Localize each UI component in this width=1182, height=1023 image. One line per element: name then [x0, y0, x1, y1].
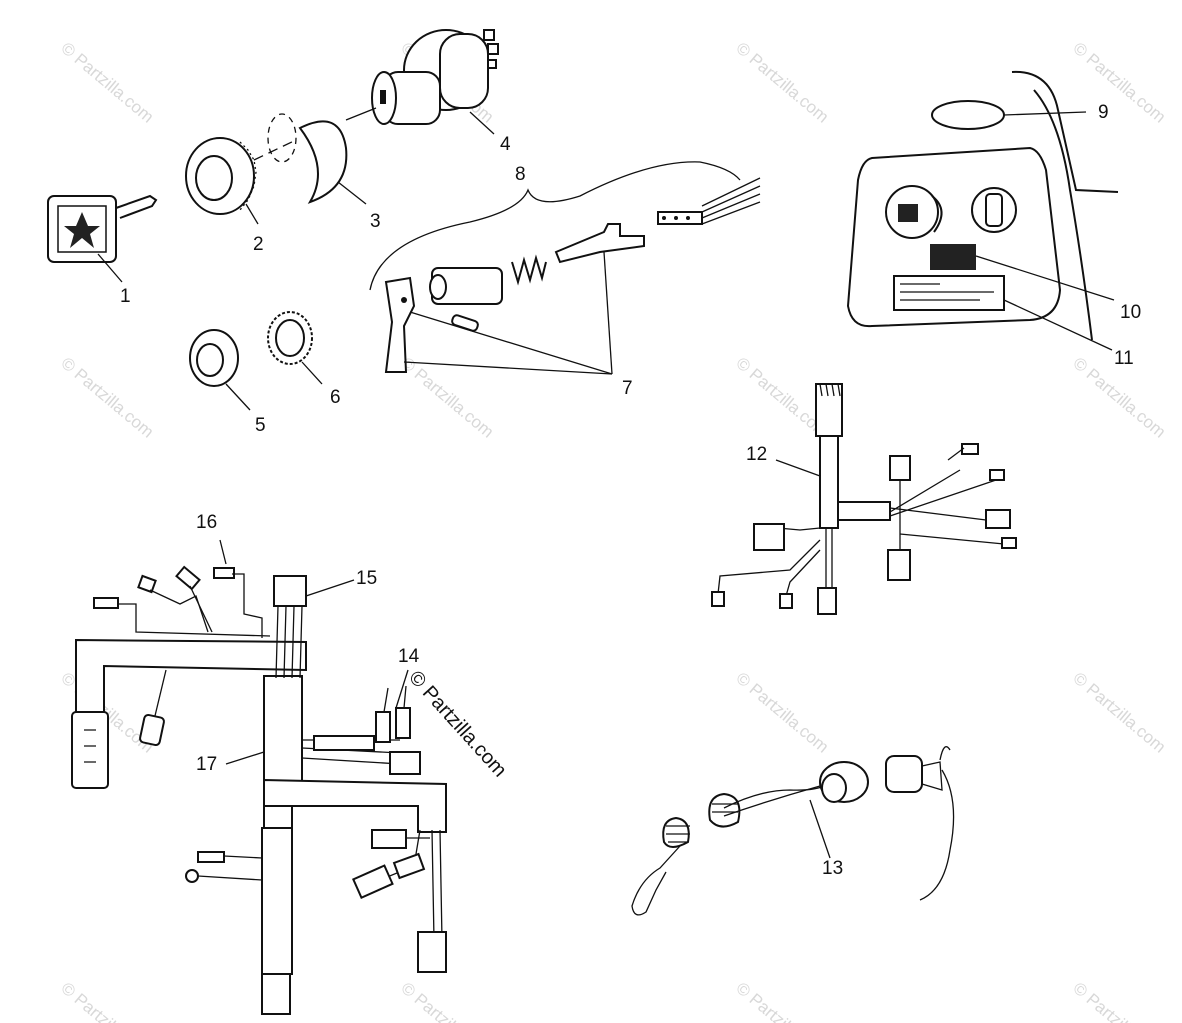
part-4-ignition-switch	[345, 29, 499, 135]
callout-9: 9	[1098, 102, 1109, 123]
part-17-main-harness	[71, 539, 447, 1015]
callout-4: 4	[500, 134, 511, 155]
part-1-key	[47, 194, 158, 283]
part-5-nut	[189, 329, 251, 411]
callout-17: 17	[196, 754, 217, 775]
callout-14: 14	[398, 646, 420, 667]
watermark: © Partzilla.com	[397, 979, 497, 1023]
watermark: © Partzilla.com	[732, 39, 832, 127]
watermark: © Partzilla.com	[732, 979, 832, 1023]
part-8-kill-switch-assembly	[369, 161, 761, 375]
part-3-plate	[267, 113, 367, 205]
callout-16: 16	[196, 512, 217, 533]
watermark: © Partzilla.com	[1069, 979, 1169, 1023]
part-12-harness	[711, 383, 1017, 615]
part-console	[846, 70, 1119, 351]
callout-12: 12	[746, 444, 767, 465]
callout-7: 7	[622, 378, 633, 399]
part-13-lanyard	[631, 746, 955, 916]
callout-10: 10	[1120, 302, 1141, 323]
callout-1: 1	[120, 286, 131, 307]
part-11-warning-label	[893, 275, 1005, 311]
watermark: © Partzilla.com	[1069, 669, 1169, 757]
callout-13: 13	[822, 858, 843, 879]
watermark: © Partzilla.com	[57, 979, 157, 1023]
watermark: © Partzilla.com	[732, 669, 832, 757]
callout-2: 2	[253, 234, 264, 255]
part-9-ring	[931, 100, 1005, 130]
callout-15: 15	[356, 568, 377, 589]
callout-6: 6	[330, 387, 341, 408]
part-10-decal	[930, 244, 976, 270]
callout-layer: 1 2 3 4 5 6 7 8 9 10 11 12 13 14 15 16 1…	[120, 102, 1141, 879]
callout-5: 5	[255, 415, 266, 436]
callout-11: 11	[1114, 348, 1134, 369]
watermark: © Partzilla.com	[1069, 39, 1169, 127]
part-2-nut	[185, 137, 297, 225]
watermark: © Partzilla.com	[57, 354, 157, 442]
watermark: © Partzilla.com	[57, 39, 157, 127]
callout-3: 3	[370, 211, 381, 232]
part-6-washer	[267, 311, 323, 385]
callout-8: 8	[515, 164, 526, 185]
